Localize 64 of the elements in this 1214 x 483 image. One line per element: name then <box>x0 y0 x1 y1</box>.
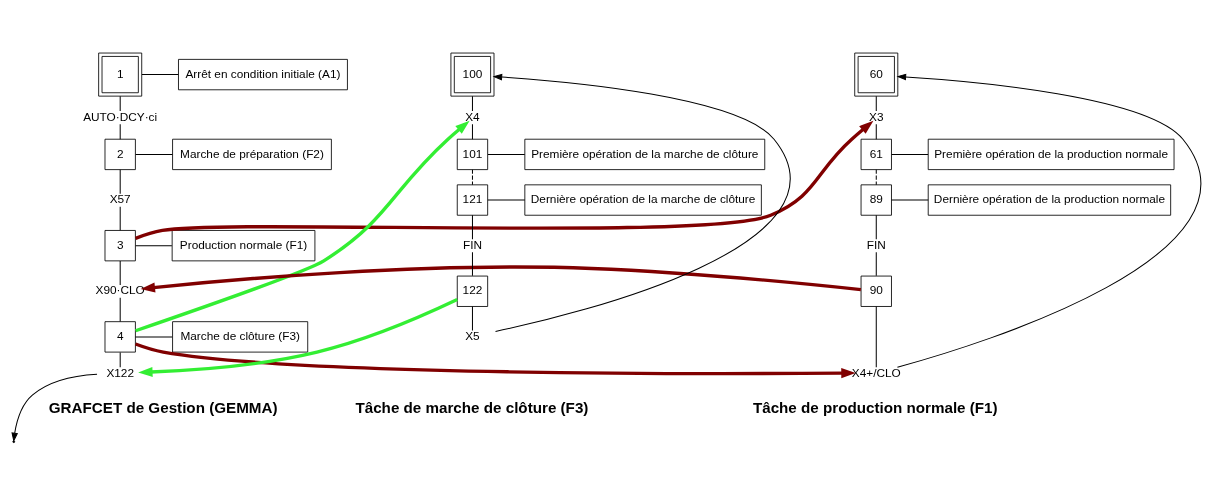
arrow <box>138 297 458 377</box>
connector <box>119 259 121 285</box>
node-text: X122 <box>106 365 134 380</box>
node-text: X5 <box>465 328 480 343</box>
connector <box>135 153 173 155</box>
node-text: FIN <box>866 237 886 252</box>
connector <box>141 73 179 75</box>
connector <box>119 205 121 231</box>
connector <box>134 335 173 337</box>
label: GRAFCET de Gestion (GEMMA) <box>48 398 278 416</box>
node-box: Dernière opération de la production normale <box>927 183 1172 216</box>
node-box: 2 <box>104 138 136 170</box>
connector <box>119 123 121 140</box>
node-text: X4+/CLO <box>851 365 901 380</box>
label: Tâche de marche de clôture (F3) <box>355 398 589 416</box>
node-box: 3 <box>104 229 136 261</box>
node-box: Première opération de la production normale <box>927 138 1175 170</box>
arrow <box>140 264 862 292</box>
connector <box>119 168 121 194</box>
node-box: 4 <box>104 320 136 353</box>
node-text: X4 <box>465 109 480 124</box>
connector <box>135 244 173 246</box>
node-box: Arrêt en condition initiale (A1) <box>178 58 348 90</box>
node-text: X3 <box>869 109 884 124</box>
connector <box>875 168 877 185</box>
connector <box>471 123 473 140</box>
arrow <box>492 73 790 332</box>
node-box: 121 <box>456 183 489 216</box>
connector <box>471 251 473 276</box>
connector <box>471 95 473 112</box>
connector <box>119 351 121 368</box>
connector <box>875 305 877 368</box>
node-box: Production normale (F1) <box>171 229 316 261</box>
connector <box>875 95 877 112</box>
connector <box>875 123 877 140</box>
connector <box>875 251 877 276</box>
node-text: AUTO·DCY·ci <box>83 109 158 124</box>
node-box: 90 <box>860 275 892 307</box>
connector <box>471 168 473 185</box>
node-text: X90·CLO <box>95 282 145 297</box>
arrow <box>135 120 470 332</box>
connector <box>119 95 121 112</box>
connector <box>875 214 877 240</box>
connector <box>487 153 526 155</box>
node-box: Marche de préparation (F2) <box>172 138 332 170</box>
arrow <box>134 341 856 378</box>
connector <box>487 199 526 201</box>
node-box: 61 <box>860 138 892 170</box>
arrow <box>896 73 1201 368</box>
node-box: Marche de clôture (F3) <box>172 320 309 353</box>
node-box: Première opération de la marche de clôture <box>524 138 766 170</box>
connector <box>471 305 473 331</box>
connector <box>891 153 929 155</box>
label: Tâche de production normale (F1) <box>752 398 998 416</box>
node-text: X57 <box>109 191 131 206</box>
node-box: Dernière opération de la marche de clôture <box>524 183 762 216</box>
connector <box>119 296 121 322</box>
arrow <box>134 120 874 240</box>
connector <box>891 199 929 201</box>
node-box: 101 <box>456 138 489 170</box>
node-text: FIN <box>462 237 482 252</box>
node-box: 89 <box>860 183 892 216</box>
connector <box>471 214 473 240</box>
node-box: 122 <box>456 275 489 307</box>
